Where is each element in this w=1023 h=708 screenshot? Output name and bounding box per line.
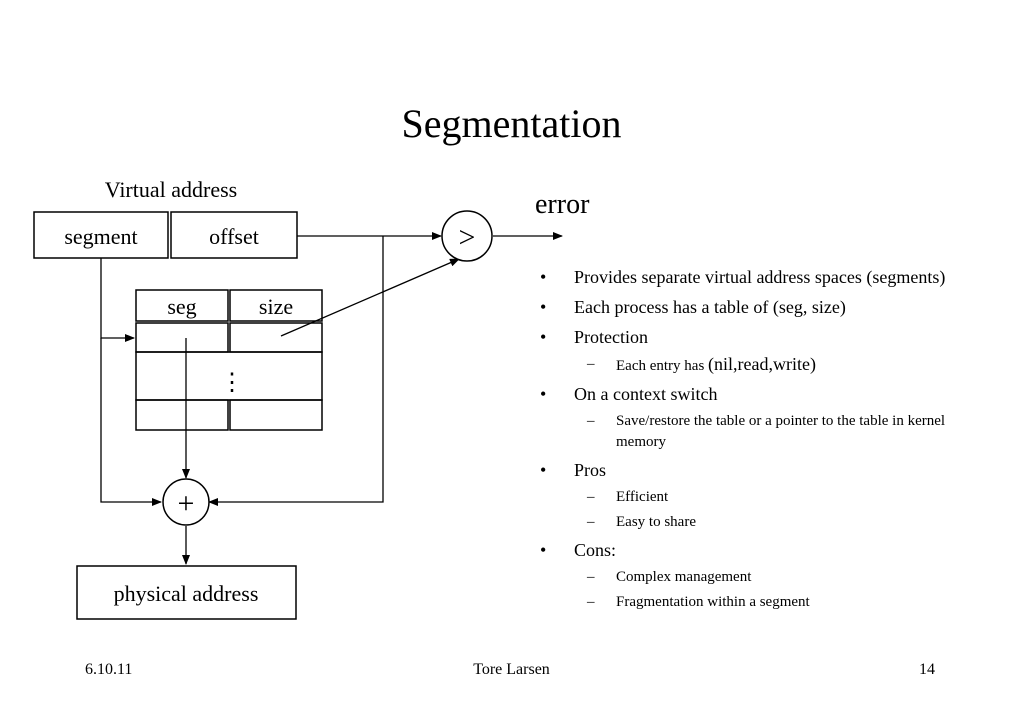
adder: + [162,478,210,526]
bullet-text: Provides separate virtual address spaces… [574,267,946,287]
segment-to-table-arrow [100,258,135,342]
sub-bullet-value: (nil,read,write) [708,354,816,374]
error-label: error [535,189,590,220]
bullet-item: Each process has a table of (seg, size) [540,296,960,318]
bullet-item: Pros [540,459,960,481]
virtual-address-register: segment offset [33,211,298,259]
bullet-item: Protection [540,326,960,348]
bullet-text: Protection [574,327,648,347]
adder-circle [162,478,210,526]
table-row-cell [135,322,229,353]
comparator: > [441,210,493,262]
sub-bullet-item: Each entry has (nil,read,write) [540,354,960,377]
bullet-text: Cons: [574,540,617,560]
bullet-text: On a context switch [574,384,718,404]
table-ellipsis: ⋮ [220,370,244,396]
sub-bullet-text: Save/restore the table or a pointer to t… [616,413,946,450]
segment-field-label: segment [64,224,137,249]
sub-bullet-text: Easy to share [616,514,696,530]
slide-title: Segmentation [401,101,622,146]
physical-address-box: physical address [76,565,297,620]
sub-bullet-text: Complex management [616,569,752,585]
table-header-size: size [259,294,293,319]
physical-address-rect [76,565,297,620]
table-header-seg: seg [167,294,196,319]
sub-bullet-text: Fragmentation within a segment [616,594,810,610]
table-middle-rows [135,351,323,401]
connection-lines [100,232,563,565]
bullet-item: On a context switch [540,383,960,405]
adder-symbol: + [178,487,195,520]
sub-bullet-item: Save/restore the table or a pointer to t… [540,411,960,453]
table-header-seg-cell [135,289,229,322]
bullet-item: Provides separate virtual address spaces… [540,266,960,288]
sub-bullet-item: Efficient [540,487,960,508]
footer-date: 6.10.11 [85,661,133,678]
sub-bullet-item: Complex management [540,567,960,588]
size-to-comparator-arrow [280,258,460,337]
table-row-cell [135,399,229,431]
footer-author: Tore Larsen [473,661,550,678]
offset-field-label: offset [209,224,259,249]
table-row-cell [229,322,323,353]
bullet-item: Cons: [540,539,960,561]
sub-bullet-text: Each entry has [616,358,705,374]
sub-bullet-item: Fragmentation within a segment [540,592,960,613]
comparator-symbol: > [459,221,476,254]
sub-bullet-item: Easy to share [540,512,960,533]
segment-to-adder-arrow [100,338,162,506]
footer-page-number: 14 [919,661,935,678]
bullet-list: Provides separate virtual address spaces… [540,266,960,619]
bullet-text: Pros [574,460,607,480]
bullet-text: Each process has a table of (seg, size) [574,297,846,317]
segment-table: seg size ⋮ [135,289,323,431]
table-row-cell [229,399,323,431]
offset-to-adder-arrow [208,236,384,506]
physical-address-label: physical address [114,581,259,606]
table-header-size-cell [229,289,323,322]
sub-bullet-text: Efficient [616,489,669,505]
comparator-circle [441,210,493,262]
offset-field-box [170,211,298,259]
virtual-address-label: Virtual address [105,177,237,202]
